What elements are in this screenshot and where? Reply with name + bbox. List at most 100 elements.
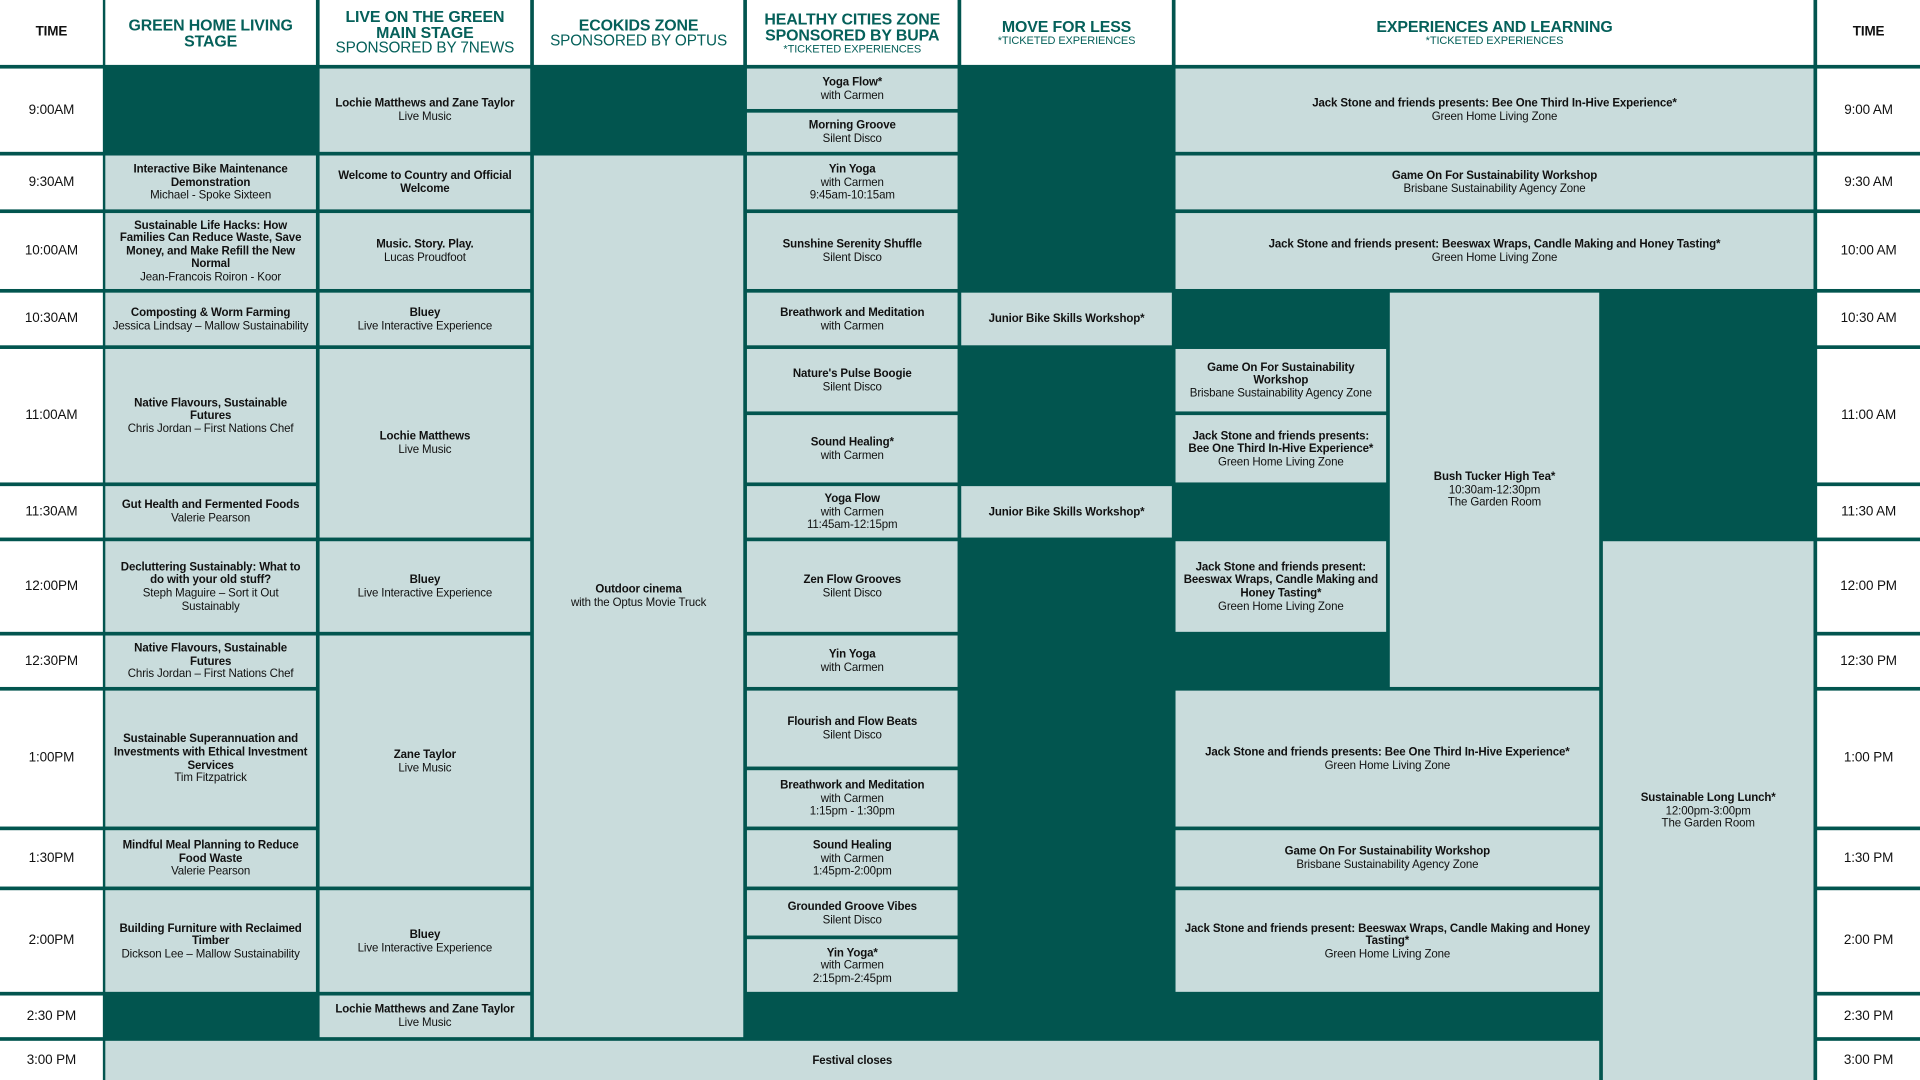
event-detail: with Carmen	[820, 504, 884, 518]
event-detail: Valerie Pearson	[171, 510, 251, 525]
event-detail: Live Interactive Experience	[357, 585, 493, 599]
event-cell-green: Sustainable Superannuation and Investmen…	[105, 690, 316, 827]
time-label: 3:00 PM	[1843, 1052, 1894, 1068]
time-slot-left: 12:30PM	[0, 635, 103, 687]
event-detail: with Carmen	[820, 317, 884, 332]
event-cell-exp: Jack Stone and friends presents: Bee One…	[1175, 415, 1387, 483]
event-title: Jack Stone and friends present: Beeswax …	[1183, 559, 1378, 599]
event-detail: Chris Jordan – First Nations Chef	[127, 420, 294, 435]
time-slot-right: 10:00 AM	[1817, 213, 1920, 289]
event-title: Zane Taylor	[393, 746, 457, 761]
event-detail: 9:45am-10:15am	[809, 187, 895, 202]
time-slot-right: 9:00 AM	[1817, 68, 1920, 152]
header-sponsor: SPONSORED BY 7NEWS	[335, 39, 515, 57]
event-detail: Valerie Pearson	[171, 863, 251, 878]
header-note: *TICKETED EXPERIENCES	[783, 42, 922, 55]
event-cell-green: Decluttering Sustainably: What to do wit…	[105, 541, 316, 632]
time-slot-right: 2:00 PM	[1817, 890, 1920, 992]
time-slot-right: 3:00 PM	[1817, 1040, 1920, 1080]
event-title: Breathwork and Meditation	[780, 304, 925, 319]
time-label: 9:00 AM	[1844, 102, 1893, 118]
event-cell-exp: Jack Stone and friends presents: Bee One…	[1175, 68, 1814, 152]
header-time-left: TIME	[0, 0, 103, 65]
event-cell-healthy: Sound Healing*with Carmen	[746, 415, 958, 483]
event-detail: Brisbane Sustainability Agency Zone	[1189, 385, 1372, 399]
time-label: 2:30 PM	[26, 1008, 77, 1024]
event-title: Bluey	[409, 572, 441, 586]
time-label: 3:00 PM	[26, 1052, 77, 1068]
time-label: 2:00PM	[28, 933, 75, 949]
time-slot-right: 12:00 PM	[1817, 541, 1920, 632]
time-label: 2:30 PM	[1843, 1008, 1894, 1024]
time-slot-left: 9:00AM	[0, 68, 103, 152]
event-cell-green: Interactive Bike Maintenance Demonstrati…	[105, 155, 316, 210]
event-detail: Live Music	[398, 442, 452, 456]
event-cell-closing: Festival closes	[105, 1040, 1600, 1080]
event-title: Yin Yoga	[828, 161, 876, 176]
time-slot-left: 9:30AM	[0, 155, 103, 210]
event-detail: The Garden Room	[1661, 815, 1755, 830]
event-detail: Green Home Living Zone	[1431, 249, 1558, 264]
event-detail: 1:45pm-2:00pm	[812, 863, 892, 878]
event-title: Decluttering Sustainably: What to do wit…	[120, 559, 301, 586]
event-title: Morning Groove	[808, 118, 896, 132]
event-detail: with Carmen	[820, 660, 884, 674]
time-label: 9:00AM	[28, 102, 75, 118]
event-title: Nature's Pulse Boogie	[792, 366, 912, 380]
header-experiences: EXPERIENCES AND LEARNING*TICKETED EXPERI…	[1175, 0, 1814, 65]
event-detail: 10:30am-12:30pm	[1448, 482, 1541, 496]
event-title: Composting & Worm Farming	[130, 304, 291, 319]
event-title: Sound Healing	[812, 837, 892, 852]
event-title: Sound Healing*	[810, 434, 894, 449]
event-title: Game On For Sustainability Workshop	[1207, 359, 1355, 386]
event-detail: Silent Disco	[822, 727, 882, 741]
time-label: 10:00AM	[24, 243, 78, 259]
event-cell-live: Music. Story. Play.Lucas Proudfoot	[319, 213, 531, 289]
header-green-home: GREEN HOME LIVING STAGE	[105, 0, 316, 65]
time-slot-right: 2:30 PM	[1817, 995, 1920, 1038]
time-slot-left: 2:30 PM	[0, 995, 103, 1038]
time-slot-left: 2:00PM	[0, 890, 103, 992]
event-title: Lochie Matthews and Zane Taylor	[335, 96, 515, 110]
event-title: Junior Bike Skills Workshop*	[988, 504, 1145, 518]
header-sponsor: SPONSORED BY OPTUS	[550, 31, 728, 49]
event-title: Jack Stone and friends presents: Bee One…	[1188, 428, 1374, 455]
event-detail: Jean-Francois Roiron - Koor	[140, 269, 282, 283]
event-title: Junior Bike Skills Workshop*	[988, 311, 1145, 325]
header-healthy-cities: HEALTHY CITIES ZONE SPONSORED BY BUPA*TI…	[746, 0, 958, 65]
time-label: 1:00PM	[28, 750, 75, 766]
time-label: 9:30AM	[28, 174, 75, 190]
event-title: Jack Stone and friends present: Beeswax …	[1184, 920, 1590, 947]
event-title: Yoga Flow	[824, 491, 881, 505]
time-label: 11:00 AM	[1841, 408, 1897, 423]
time-slot-right: 1:00 PM	[1817, 690, 1920, 827]
event-detail: 2:15pm-2:45pm	[812, 970, 892, 985]
event-detail: 11:45am-12:15pm	[807, 517, 898, 531]
event-detail: with Carmen	[820, 957, 884, 972]
event-detail: Silent Disco	[822, 585, 882, 599]
event-detail: with Carmen	[820, 87, 884, 102]
event-detail: Green Home Living Zone	[1218, 598, 1344, 612]
event-detail: Live Music	[398, 108, 452, 123]
time-label: 2:00 PM	[1843, 933, 1894, 949]
event-cell-exp: Jack Stone and friends present: Beeswax …	[1175, 541, 1387, 632]
event-title: Jack Stone and friends presents: Bee One…	[1205, 744, 1570, 758]
